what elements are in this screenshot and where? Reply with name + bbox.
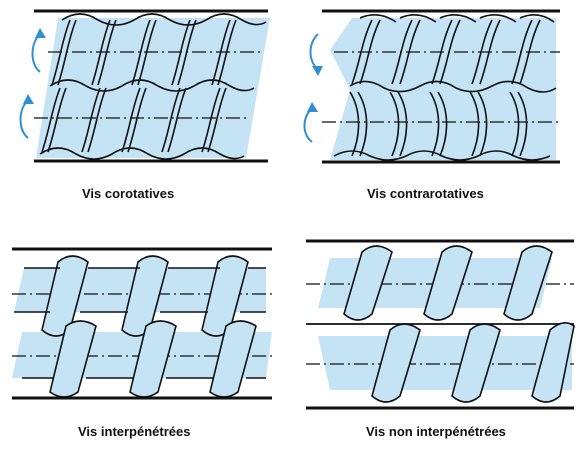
- caption-interpenetrees: Vis interpénétrées: [78, 424, 191, 439]
- rotation-arrow-icon: [19, 94, 34, 139]
- panel-corotatives: [19, 9, 270, 163]
- caption-non-interpenetrees: Vis non interpénétrées: [366, 424, 506, 439]
- panel-interpenetrees: [12, 247, 272, 400]
- screw-body: [318, 336, 572, 390]
- caption-corotatives: Vis corotatives: [82, 186, 175, 201]
- panel-non-interpenetrees: [306, 239, 575, 410]
- panel-contrarotatives: [303, 9, 560, 164]
- rotation-arrow-icon: [31, 28, 46, 73]
- barrel-fill: [330, 18, 556, 160]
- rotation-arrow-icon: [303, 102, 318, 143]
- barrel-fill: [36, 18, 270, 158]
- caption-contrarotatives: Vis contrarotatives: [367, 186, 484, 201]
- rotation-arrow-icon: [309, 33, 323, 76]
